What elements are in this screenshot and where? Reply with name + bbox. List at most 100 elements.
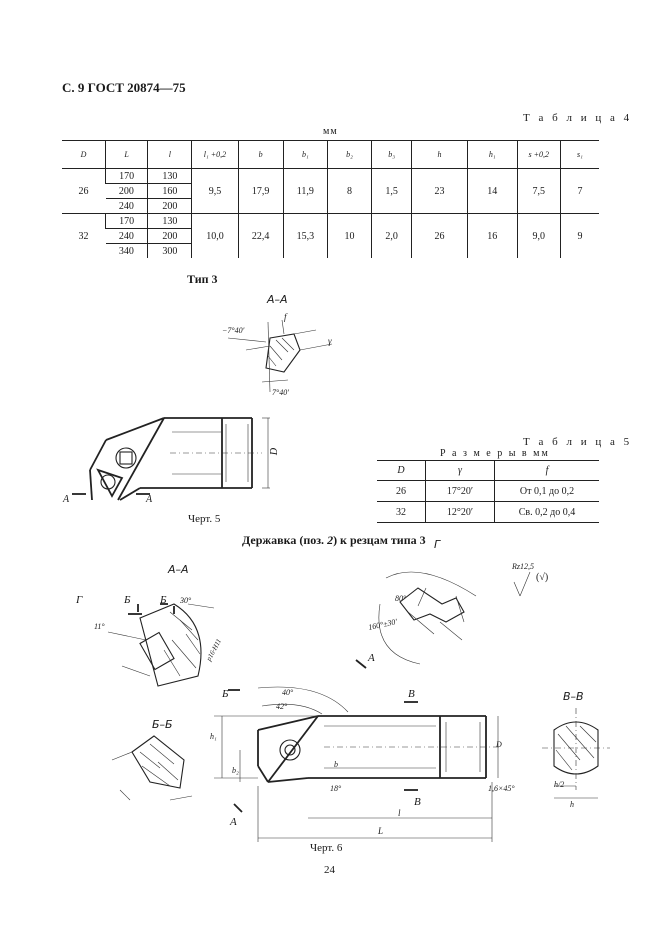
col-header: D [377,460,426,481]
holder-dim-b: b [334,760,338,769]
holder-mark-v-top: В [408,688,415,700]
cell-l: 160 [147,183,192,199]
holder-mark-a-top: А [368,652,375,664]
holder-plan-drawing [214,659,500,842]
cell-b3: 1,5 [370,168,412,214]
cell-b: 22,4 [237,213,284,258]
table4-unit: мм [323,126,338,137]
holder-section-drawing [107,603,215,687]
cell-L: 200 [105,183,148,199]
holder-dim-check: (√) [536,572,549,583]
table-row: 32 12°20′ Св. 0,2 до 0,4 [377,501,599,523]
holder-dim-80: 80° [395,594,407,603]
cell-b2: 10 [326,213,372,258]
type3-section-mark-left: А [63,494,70,505]
cell-L: 240 [105,228,148,244]
cell-s1: 7 [559,168,599,214]
holder-dim-42: 42° [276,702,288,711]
col-header: L [105,140,148,169]
holder-dim-h1: h₁ [210,732,217,741]
col-header: b₂ [326,140,372,169]
table-row: 26 17°20′ От 0,1 до 0,2 [377,480,599,502]
cell-L: 240 [105,198,148,214]
holder-title: Державка (поз. 2) к резцам типа 3 [242,533,426,548]
type3-dim-f: f [284,312,287,322]
cell-l: 200 [147,228,192,244]
col-header: h [411,140,468,169]
holder-view-g-title: Г [434,538,441,551]
holder-section-bb-label: Б–Б [152,718,173,731]
holder-dim-L: L [378,826,384,836]
holder-dim-40: 40° [282,688,294,697]
cell-b1: 11,9 [282,168,328,214]
type3-dim-y: γ [328,336,332,346]
col-header: s +0,2 [516,140,561,169]
cell: От 0,1 до 0,2 [494,480,599,502]
col-header: γ [425,460,495,481]
holder-title-post: ) к резцам типа 3 [333,533,426,547]
type3-angle1: −7°40′ [222,326,245,335]
holder-section-aa-label: А–А [168,563,189,576]
holder-mark-v-bottom: В [414,796,421,808]
holder-section-bb-drawing [111,735,193,801]
section-a-a-drawing [227,319,333,393]
cell-l1: 10,0 [191,213,239,258]
cell-h: 23 [411,168,468,214]
col-header: b₁ [282,140,328,169]
holder-dim-30: 30° [180,596,192,605]
cell-h: 26 [411,213,468,258]
cell-D: 32 [78,230,89,242]
type3-title: Тип 3 [187,272,218,286]
col-header: b₃ [370,140,412,169]
holder-dim-D: D [496,740,502,749]
holder-dim-11: 11° [94,622,105,631]
cell: 26 [377,480,426,502]
col-header: D [62,140,106,169]
table5-caption: Т а б л и ц а 5 [523,436,633,448]
cell-l1: 9,5 [191,168,239,214]
cell-l: 300 [147,243,192,258]
cell-L: 340 [118,245,134,257]
col-header: l₁ +0,2 [191,140,239,169]
holder-mark-b-right: Б [160,594,167,606]
cell-s1: 9 [559,213,599,258]
cell-h1: 14 [466,168,518,214]
type3-section-label: А–А [267,293,288,306]
holder-dim-18: 18° [330,784,342,793]
table4: D L l l₁ +0,2 b b₁ b₂ b₃ h h₁ s +0,2 s₁ … [62,140,599,258]
cell: 12°20′ [425,501,495,523]
table4-caption: Т а б л и ц а 4 [523,112,633,124]
cell-b: 17,9 [237,168,284,214]
holder-view-g-drawing [378,571,531,665]
cell-b2: 8 [326,168,372,214]
col-header: s₁ [559,140,599,169]
cell-l: 200 [147,198,192,214]
holder-mark-b-left: Б [124,594,131,606]
table5: D γ f 26 17°20′ От 0,1 до 0,2 32 12°20′ … [377,460,599,523]
cell: 17°20′ [425,480,495,502]
holder-dim-h2: h/2 [554,780,565,789]
cell-s: 7,5 [516,168,561,214]
holder-dim-h: h [570,800,574,809]
holder-title-pre: Державка (поз. [242,533,328,547]
cell: Св. 0,2 до 0,4 [494,501,599,523]
cell-l: 130 [147,168,192,184]
col-header: l [147,140,192,169]
holder-dim-b2: b₂ [232,766,239,775]
cell-L: 170 [105,168,148,184]
col-header: h₁ [466,140,518,169]
cell-h1: 16 [466,213,518,258]
chert5-caption: Черт. 5 [188,513,221,525]
type3-dim-D: D [269,447,281,456]
chert6-caption: Черт. 6 [310,842,343,854]
page-number: 24 [324,864,335,876]
holder-mark-a-bottom: А [230,816,237,828]
table5-subcaption: Р а з м е р ы в мм [440,448,550,459]
cell-s: 9,0 [516,213,561,258]
holder-title-num: 2 [327,533,334,547]
page-header: С. 9 ГОСТ 20874—75 [62,80,186,95]
holder-dim-rz: Rz12,5 [512,562,534,571]
cell-L: 170 [105,213,148,229]
col-header: f [494,460,599,481]
